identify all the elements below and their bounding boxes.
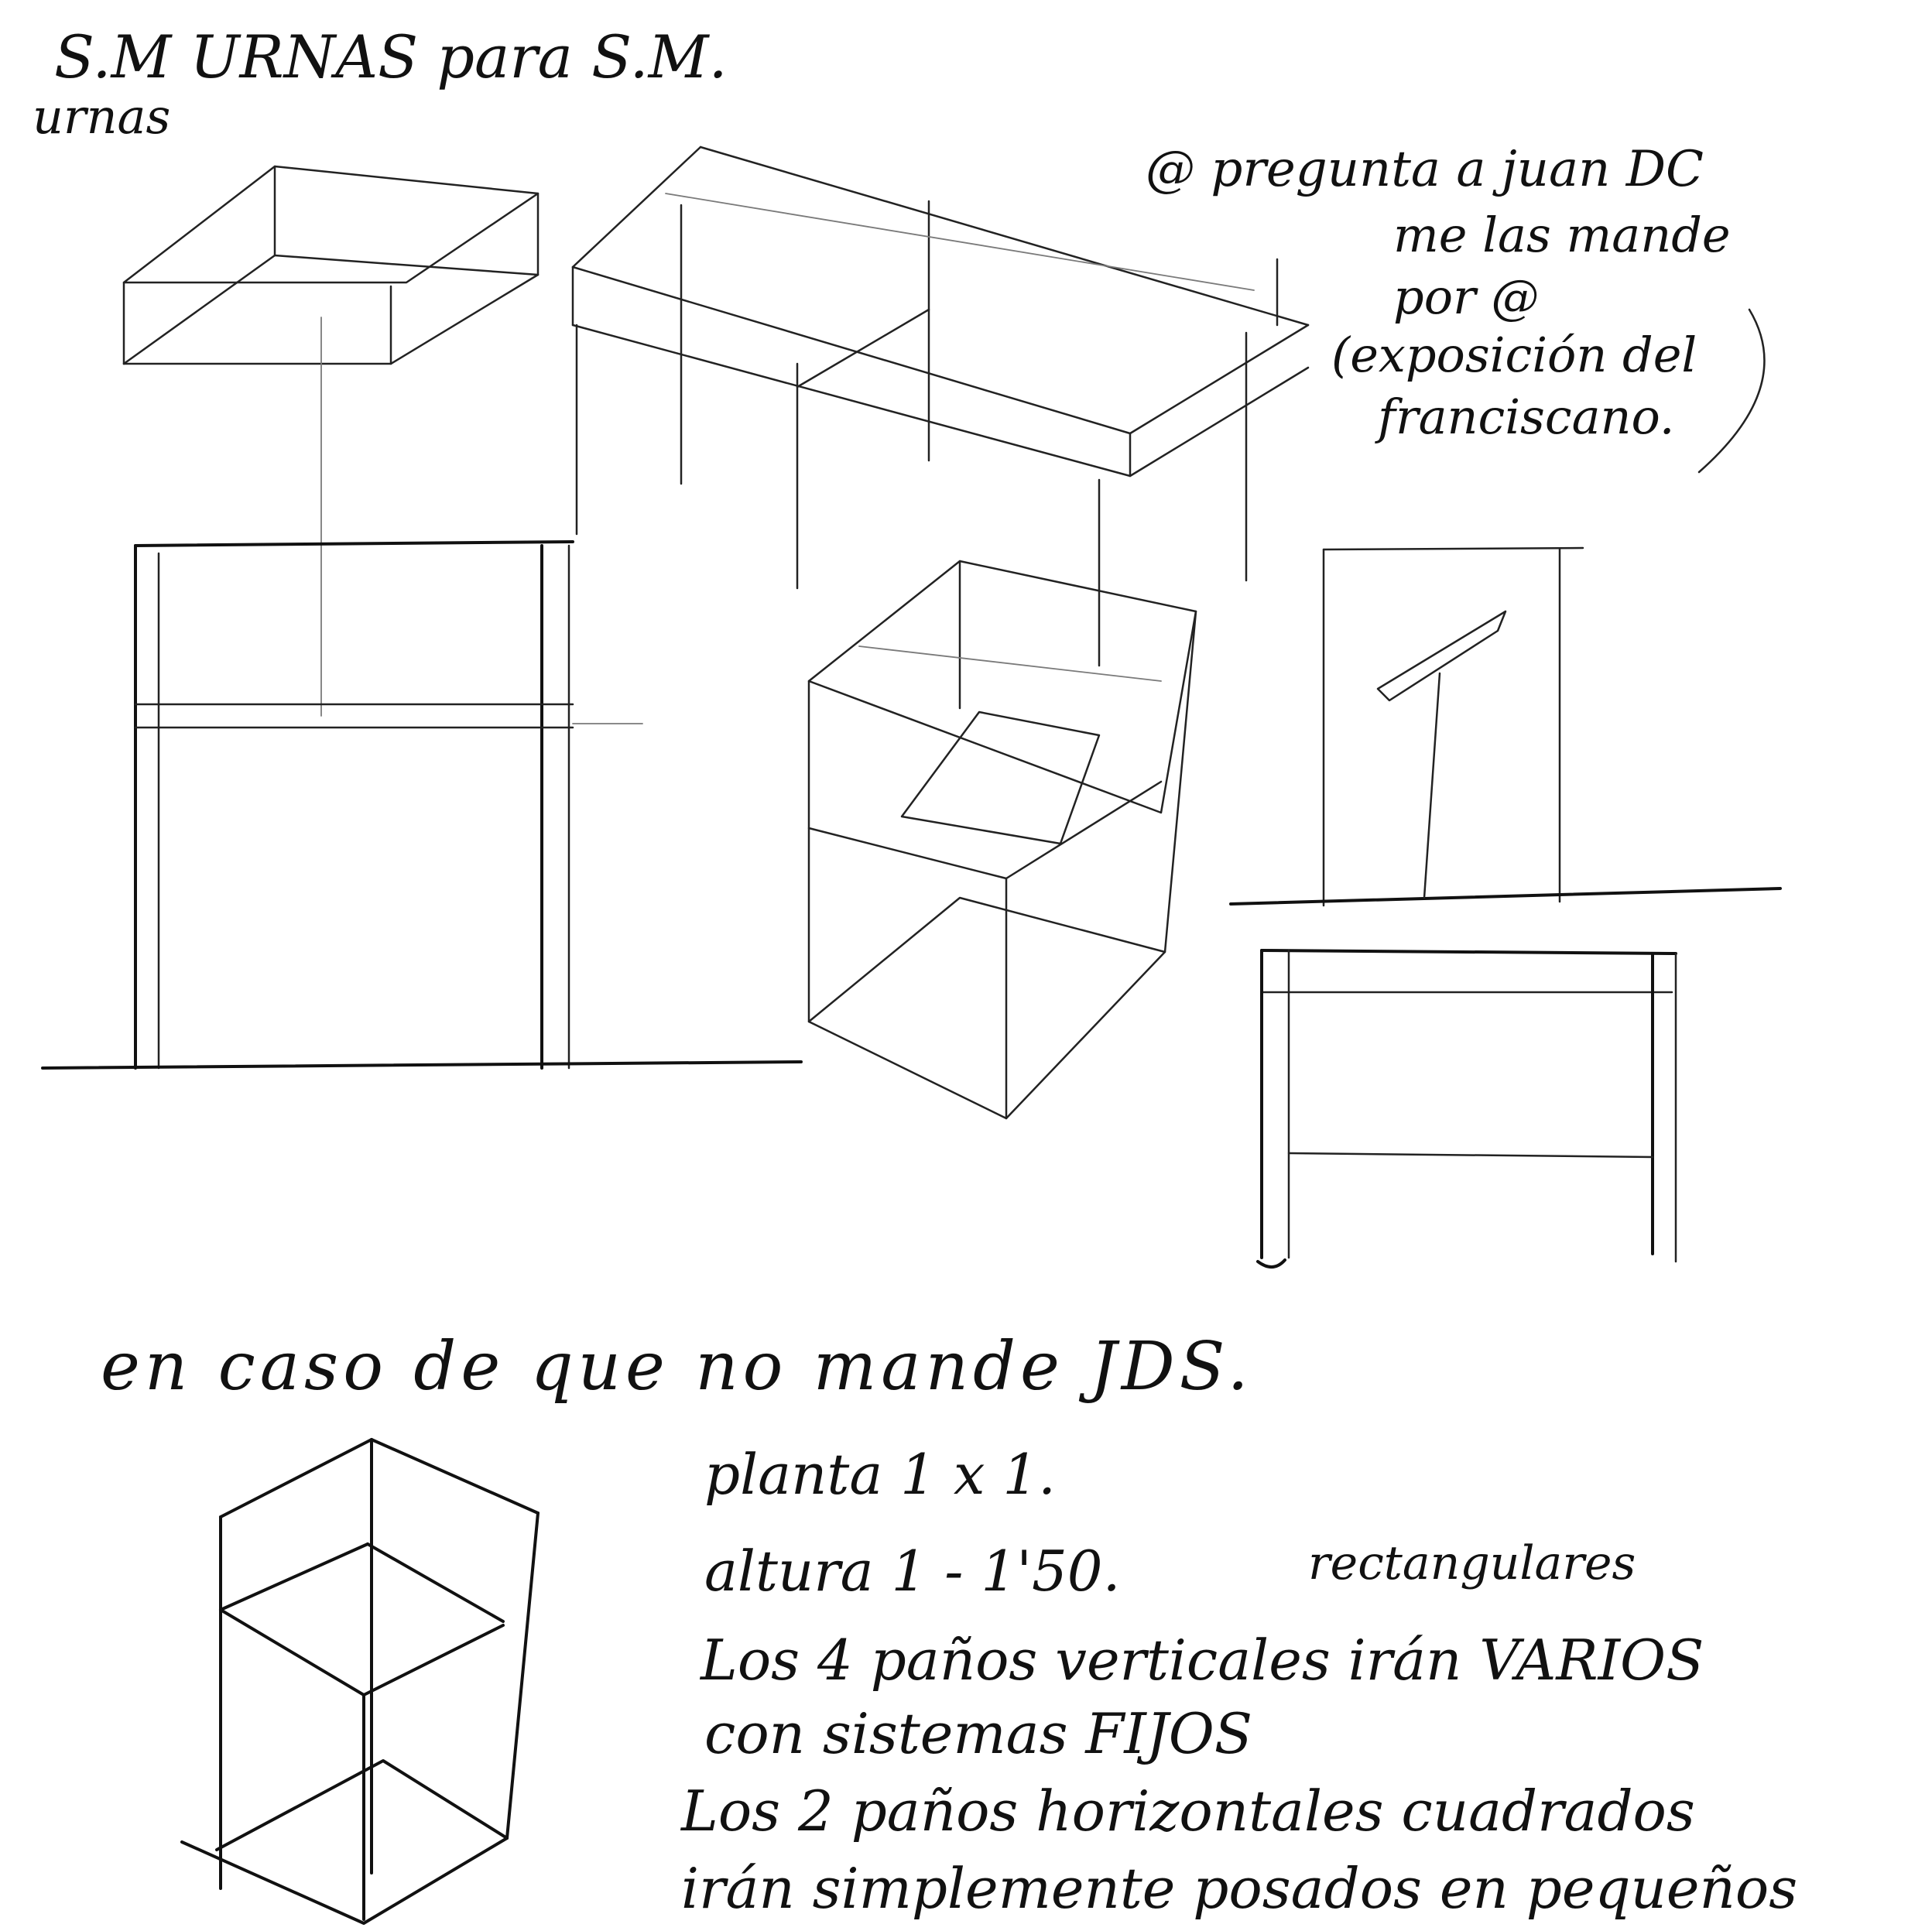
- note-right-bracket: [1697, 308, 1766, 474]
- header-title: S.M URNAS para S.M.: [54, 22, 728, 91]
- urn-lid-sketch: [122, 165, 540, 717]
- note-line-3: por @: [1393, 269, 1539, 325]
- side-elevation-sketch: [1229, 546, 1782, 907]
- spec-line-3: Los 4 paños verticales irán VARIOS: [699, 1628, 1704, 1693]
- urn-front-elevation-sketch: [41, 540, 803, 1070]
- glass-cube-sketch: [807, 560, 1197, 1120]
- note-line-4: (exposición del: [1331, 327, 1697, 383]
- spec-line-6: irán simplemente posados en pequeños: [681, 1856, 1797, 1921]
- note-line-1: @ pregunta a juan DC: [1146, 141, 1704, 198]
- small-cube-sketch: [180, 1438, 540, 1925]
- table-elevation-sketch: [1256, 949, 1677, 1269]
- header-subtitle: urnas: [33, 88, 170, 145]
- spec-line-4: con sistemas FIJOS: [704, 1701, 1252, 1766]
- spec-line-1: planta 1 x 1.: [704, 1442, 1056, 1507]
- vitrine-perspective-sketch: [571, 146, 1310, 667]
- condition-text: en caso de que no mande JDS.: [101, 1328, 1253, 1405]
- spec-line-2-note: rectangulares: [1308, 1536, 1636, 1590]
- spec-line-5: Los 2 paños horizontales cuadrados: [680, 1779, 1695, 1844]
- spec-line-2: altura 1 - 1'50.: [704, 1539, 1121, 1604]
- note-line-5: franciscano.: [1375, 389, 1674, 445]
- note-line-2: me las mande: [1393, 207, 1731, 263]
